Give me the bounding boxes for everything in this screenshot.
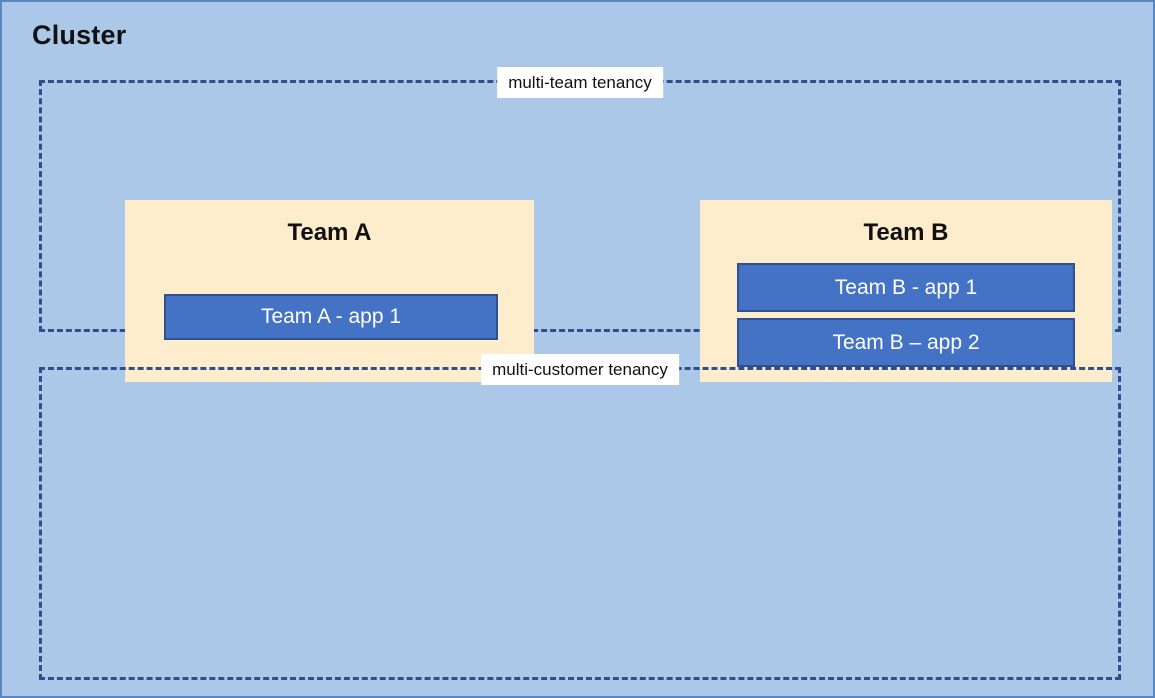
tenancy-label-multi-customer: multi-customer tenancy: [481, 354, 679, 385]
team-panel-b: Team B Team B - app 1 Team B – app 2: [700, 200, 1112, 382]
tenancy-group-multi-team: multi-team tenancy Team A Team A - app 1…: [39, 67, 1121, 382]
team-b-title: Team B: [863, 219, 949, 246]
tenancy-group-multi-customer: multi-customer tenancy Team C Team C – a…: [39, 354, 1121, 680]
app-box-team-b-app-2[interactable]: Team B – app 2: [737, 318, 1075, 367]
tenancy-label-multi-team: multi-team tenancy: [497, 67, 663, 98]
team-a-title: Team A: [287, 219, 372, 246]
cluster-title: Cluster: [32, 20, 127, 50]
app-box-team-b-app-1[interactable]: Team B - app 1: [737, 263, 1075, 312]
app-box-team-a-app-1[interactable]: Team A - app 1: [164, 294, 498, 340]
team-panel-a: Team A Team A - app 1: [125, 200, 534, 382]
